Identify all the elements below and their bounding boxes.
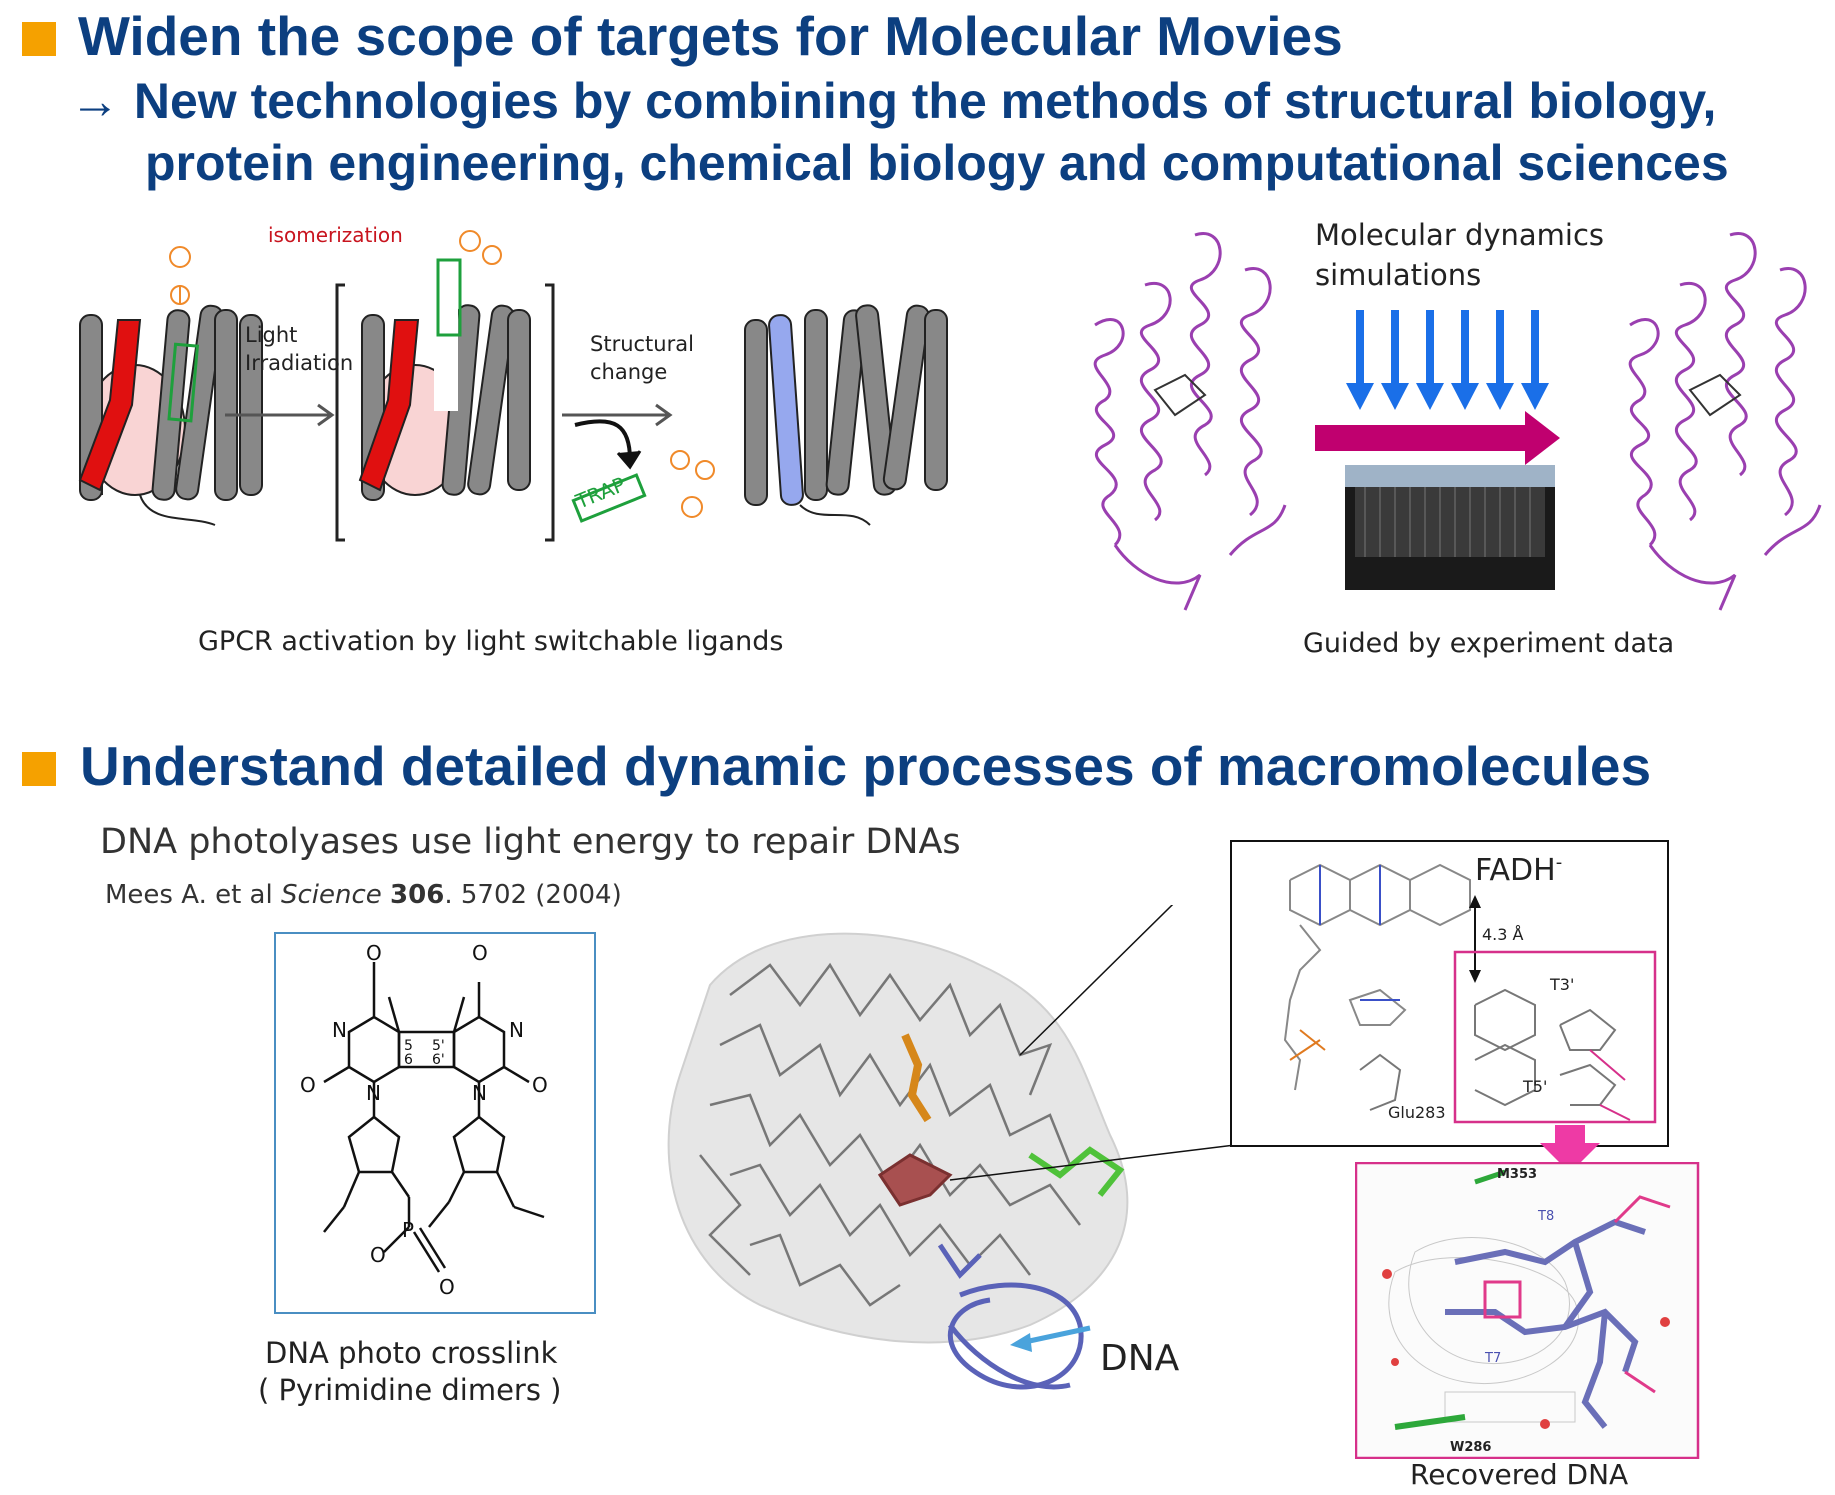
protein-structure-left: [1093, 232, 1287, 611]
svg-text:O: O: [472, 941, 488, 965]
svg-text:O: O: [532, 1073, 548, 1097]
fadh-label: FADH-: [1475, 852, 1562, 888]
t7-label: T7: [1484, 1351, 1501, 1366]
distance-label: 4.3 Å: [1482, 925, 1524, 944]
photolyase-dna-complex: DNA: [667, 905, 1236, 1390]
m353-label: M353: [1497, 1167, 1537, 1182]
crosslink-caption-line2: ( Pyrimidine dimers ): [258, 1373, 562, 1407]
svg-text:N: N: [509, 1018, 524, 1042]
isomerization-label: isomerization: [268, 225, 403, 247]
bullet-square-1: [22, 22, 56, 56]
svg-text:5: 5: [404, 1038, 413, 1054]
svg-text:N: N: [472, 1081, 487, 1105]
md-process-arrow: [1315, 411, 1560, 465]
dna-label: DNA: [1100, 1338, 1180, 1379]
gpcr-active-receptor: [744, 304, 948, 526]
citation-rest: . 5702 (2004): [444, 880, 622, 910]
repair-arrow: [1540, 1125, 1600, 1173]
svg-text:O: O: [300, 1073, 316, 1097]
fadh-zoom-panel: FADH- 4.3 Å T3' T5' Glu283: [1230, 840, 1669, 1147]
svg-text:N: N: [366, 1081, 381, 1105]
gpcr-intermediate-receptor: [358, 230, 531, 501]
t3-label: T3': [1549, 975, 1574, 994]
crosslink-caption-line1: DNA photo crosslink: [265, 1336, 558, 1370]
trap-label: TRAP: [571, 472, 628, 514]
t5-label: T5': [1522, 1077, 1547, 1096]
structural-label-line2: change: [590, 360, 667, 384]
gpcr-inactive-receptor: [78, 246, 263, 526]
md-label-line1: Molecular dynamics: [1315, 218, 1604, 252]
simulation-arrows: [1346, 310, 1549, 410]
svg-text:6: 6: [404, 1052, 413, 1068]
section1-heading: Widen the scope of targets for Molecular…: [78, 5, 1343, 67]
svg-text:N: N: [332, 1018, 347, 1042]
svg-text:6': 6': [432, 1052, 445, 1068]
section2-heading: Understand detailed dynamic processes of…: [80, 735, 1652, 797]
structural-label-line1: Structural: [590, 332, 694, 356]
citation: Mees A. et al Science 306. 5702 (2004): [105, 880, 622, 910]
md-label-line2: simulations: [1315, 258, 1481, 292]
citation-authors: Mees A. et al: [105, 880, 281, 910]
svg-text:O: O: [370, 1243, 386, 1267]
protein-structure-right: [1628, 232, 1822, 611]
citation-volume: 306: [390, 880, 445, 910]
bullet-square-2: [22, 752, 56, 786]
gpcr-caption: GPCR activation by light switchable liga…: [198, 626, 784, 657]
section2-subtitle: DNA photolyases use light energy to repa…: [100, 822, 961, 862]
svg-text:5': 5': [432, 1038, 445, 1054]
section1-subheading-line1: → New technologies by combining the meth…: [70, 73, 1717, 129]
light-label-line1: Light: [245, 323, 297, 347]
gpcr-activation-figure: Light Irradiation isomerization Structur…: [78, 225, 948, 542]
glu283-label: Glu283: [1388, 1103, 1446, 1122]
md-simulation-figure: Molecular dynamics simulations: [1093, 218, 1822, 611]
section1-subheading-line2: protein engineering, chemical biology an…: [145, 135, 1729, 191]
w286-label: W286: [1450, 1440, 1491, 1455]
citation-journal: Science: [280, 880, 382, 910]
supercomputer-image: [1345, 465, 1555, 590]
recovered-dna-caption: Recovered DNA: [1410, 1458, 1629, 1491]
svg-text:O: O: [366, 941, 382, 965]
svg-text:O: O: [439, 1275, 455, 1299]
recovered-dna-panel: M353 T8 T7 W286: [1355, 1162, 1700, 1459]
md-caption: Guided by experiment data: [1303, 628, 1675, 659]
svg-text:P: P: [402, 1218, 414, 1242]
t8-label: T8: [1537, 1209, 1554, 1224]
light-label-line2: Irradiation: [245, 351, 353, 375]
